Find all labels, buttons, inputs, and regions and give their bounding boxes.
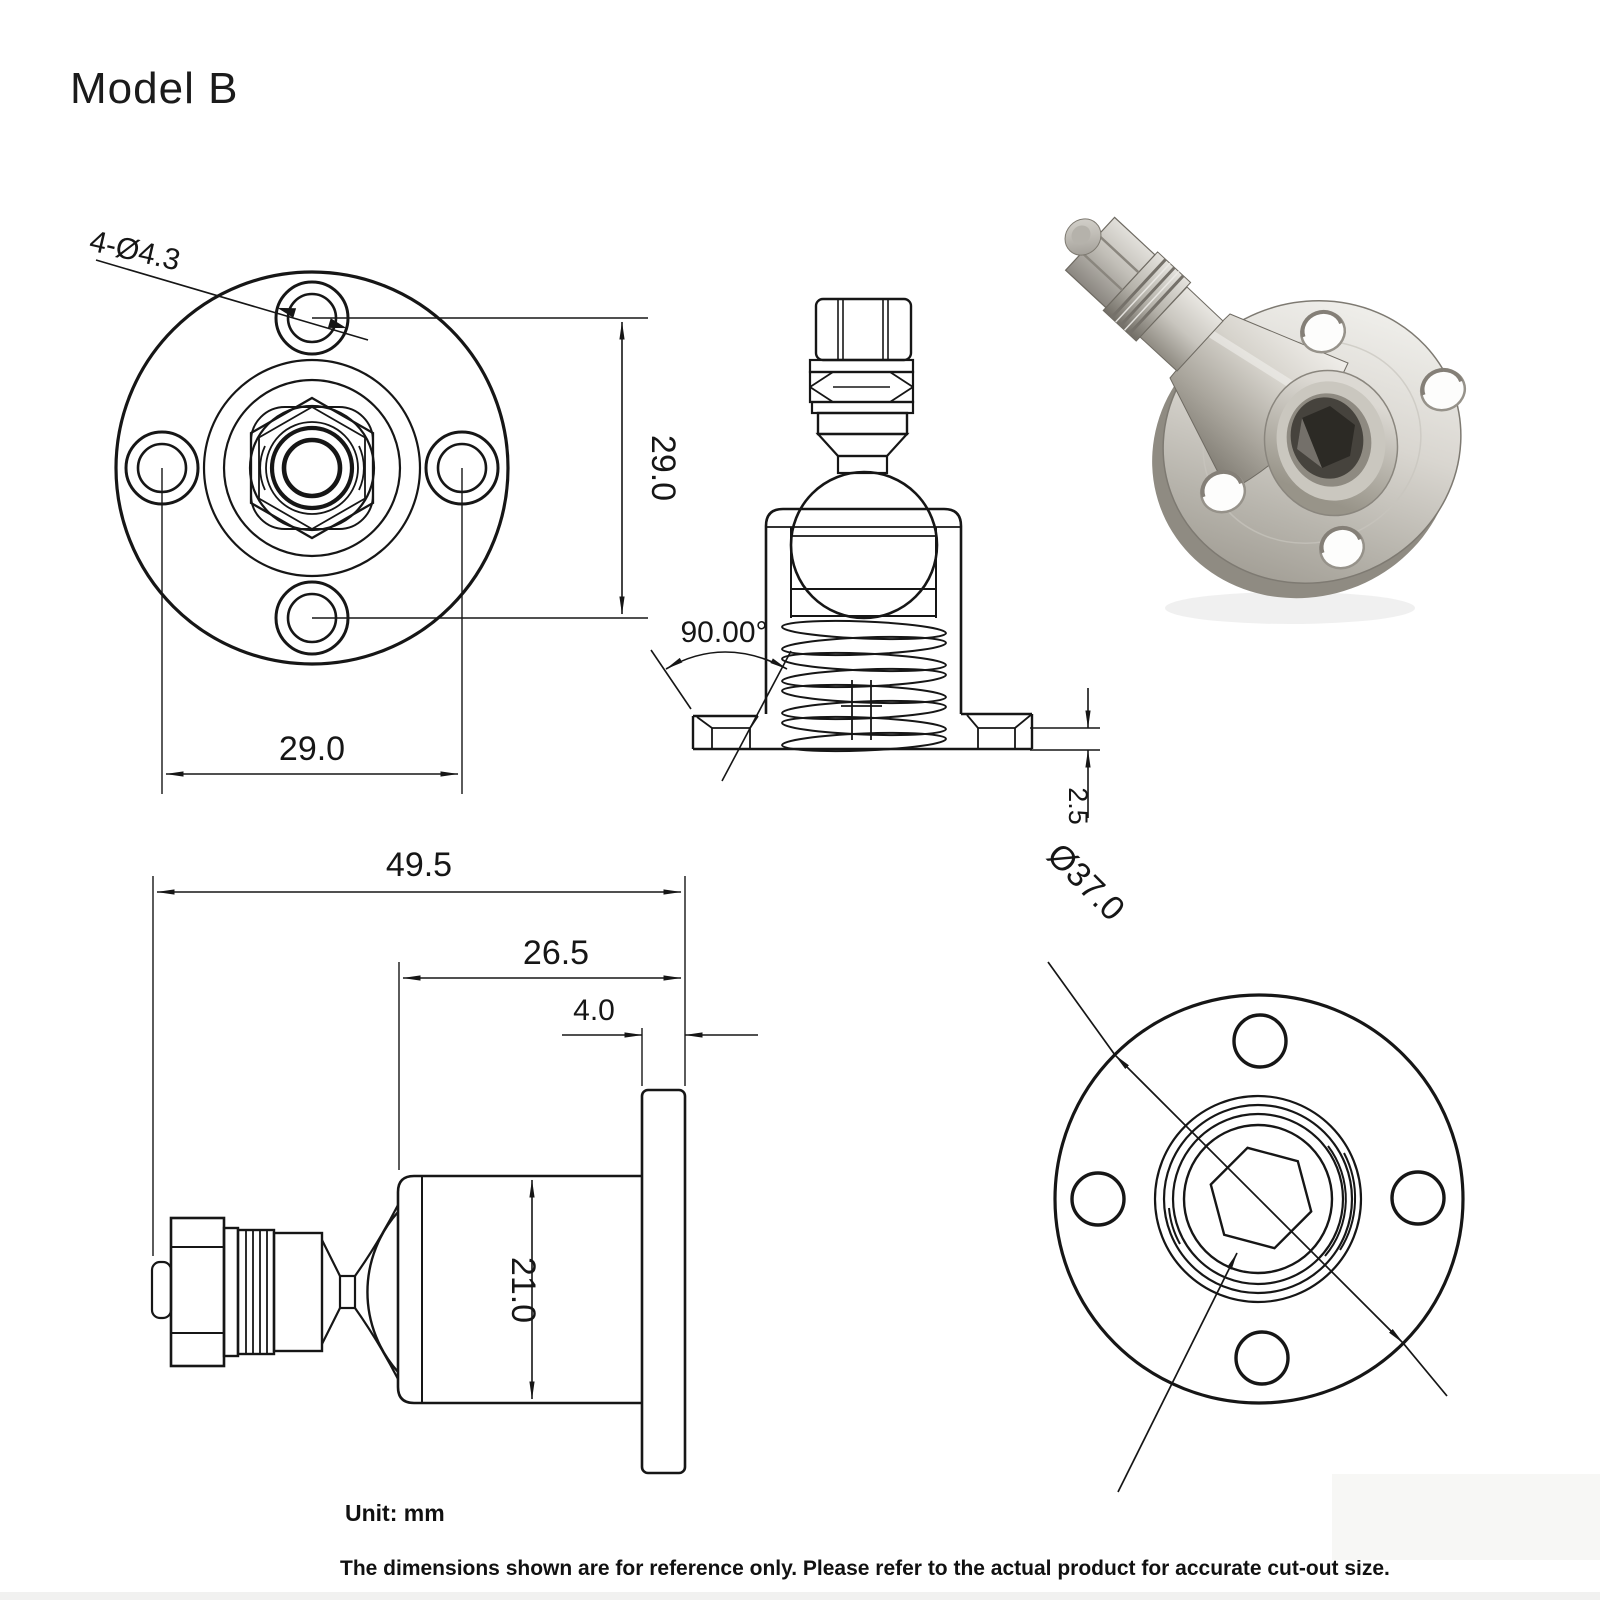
rear-view	[1047, 961, 1465, 1493]
bell-flare-bottom	[354, 1307, 399, 1380]
disclaimer-text: The dimensions shown are for reference o…	[340, 1557, 1390, 1580]
ring-groove-highlights	[1115, 262, 1180, 331]
hex-socket-leader	[1117, 1252, 1238, 1493]
stem-cylinder	[816, 411, 909, 436]
dim-label-flange-diameter: Ø37.0	[1040, 836, 1132, 928]
stem-taper	[815, 432, 910, 458]
dim-label-4-0: 4.0	[573, 994, 615, 1027]
watermark-rect	[1332, 1474, 1600, 1560]
stem-cylinder-side	[272, 1231, 324, 1353]
flange-base-profile	[691, 712, 1034, 751]
bottom-strip	[0, 1592, 1600, 1600]
washer-side	[222, 1226, 240, 1358]
spring-coil	[781, 619, 947, 753]
rear-spring-coil-1	[1153, 1094, 1363, 1304]
side-elevation-view	[650, 297, 1100, 818]
thread-angle-annotation	[650, 649, 792, 782]
hex-nut-profile	[808, 370, 915, 404]
dim-label-26-5: 26.5	[523, 934, 589, 972]
rear-spring-coil-3	[1171, 1112, 1345, 1286]
spring-end-arc-1	[1324, 1145, 1347, 1257]
profile-view	[150, 876, 758, 1475]
tip-cap-inner	[1071, 225, 1091, 245]
dim-label-49-5: 49.5	[386, 846, 452, 884]
hex-nut-side	[169, 1216, 226, 1368]
flange-outline-circle	[114, 270, 510, 666]
flange-photo-hole-bottom	[1318, 525, 1366, 570]
rear-spring-coil-2	[1162, 1103, 1354, 1295]
ball	[789, 470, 939, 620]
dim-label-21-0: 21.0	[504, 1257, 542, 1323]
spring-slot	[841, 680, 882, 740]
rear-bolt-hole-bottom	[1234, 1330, 1290, 1386]
hex-arc-right	[358, 445, 365, 491]
screw-cap	[814, 297, 913, 362]
dim-flange-diameter	[1047, 961, 1448, 1397]
rear-hex-socket	[1209, 1146, 1313, 1250]
dim-bolt-spacing-vertical	[312, 317, 648, 619]
neck-side	[338, 1274, 357, 1310]
flange-photo-hole-right	[1419, 367, 1467, 412]
dim-label-29-vertical: 29.0	[644, 435, 682, 501]
washer-square-outline	[250, 406, 374, 530]
unit-label: Unit: mm	[345, 1500, 445, 1526]
ball-silhouette	[366, 1211, 399, 1373]
dim-flange-edge-thickness	[1030, 688, 1100, 818]
dim-label-2-5: 2.5	[1063, 787, 1093, 825]
flange-plate-side	[640, 1088, 687, 1475]
rear-flange-outline	[1053, 993, 1465, 1405]
flange-photo-hole-top	[1299, 309, 1347, 354]
cup-body	[396, 1174, 642, 1405]
nut-washer-circle	[248, 404, 376, 532]
product-photo	[1064, 216, 1467, 624]
front-view	[95, 259, 648, 794]
hole-callout-leader	[95, 259, 369, 341]
washer-upper	[808, 358, 915, 374]
hex-socket-facet	[1297, 418, 1322, 468]
bell-flare-top	[354, 1204, 399, 1277]
hex-facet-line-1	[1097, 234, 1140, 274]
rear-bolt-hole-top	[1232, 1013, 1288, 1069]
spring-end-arc-3	[1168, 1207, 1181, 1245]
hex-arc-left	[259, 445, 266, 491]
boss-circle	[202, 358, 422, 578]
flange-photo-hole-left	[1199, 469, 1247, 514]
dim-bolt-spacing-horizontal	[161, 468, 463, 794]
rear-bore-circle	[1182, 1123, 1334, 1275]
boss-inner-circle	[222, 378, 402, 558]
rear-bolt-hole-right	[1390, 1170, 1446, 1226]
rear-bolt-hole-left	[1070, 1171, 1126, 1227]
socket-outer-circle	[269, 425, 355, 511]
ring-groove-lines	[1110, 258, 1185, 336]
page-title: Model B	[70, 64, 239, 113]
hex-nut-inner-outline	[258, 405, 366, 531]
dim-label-29-horizontal: 29.0	[279, 730, 345, 768]
neck	[836, 454, 889, 475]
dim-flange-thickness	[562, 1028, 758, 1086]
dim-length-to-flange	[398, 962, 682, 1170]
photo-shadow	[1165, 592, 1415, 624]
hex-nut-outline	[249, 396, 375, 540]
socket-rim-circle	[265, 421, 359, 515]
dim-overall-length	[152, 876, 686, 1256]
socket-bore-circle	[281, 437, 343, 499]
hole-callout-label: 4-Ø4.3	[86, 225, 183, 278]
tip-cap-profile	[150, 1260, 173, 1320]
ring-grooves-side	[236, 1228, 276, 1356]
washer-lower	[810, 400, 915, 415]
hex-nut-tip	[1064, 216, 1156, 309]
hex-facet-line-2	[1081, 251, 1124, 291]
cone-highlight	[1202, 326, 1303, 394]
housing-cup	[764, 507, 963, 714]
spring-end-arc-2	[1339, 1152, 1357, 1251]
thread-angle-label: 90.00°	[680, 616, 767, 649]
